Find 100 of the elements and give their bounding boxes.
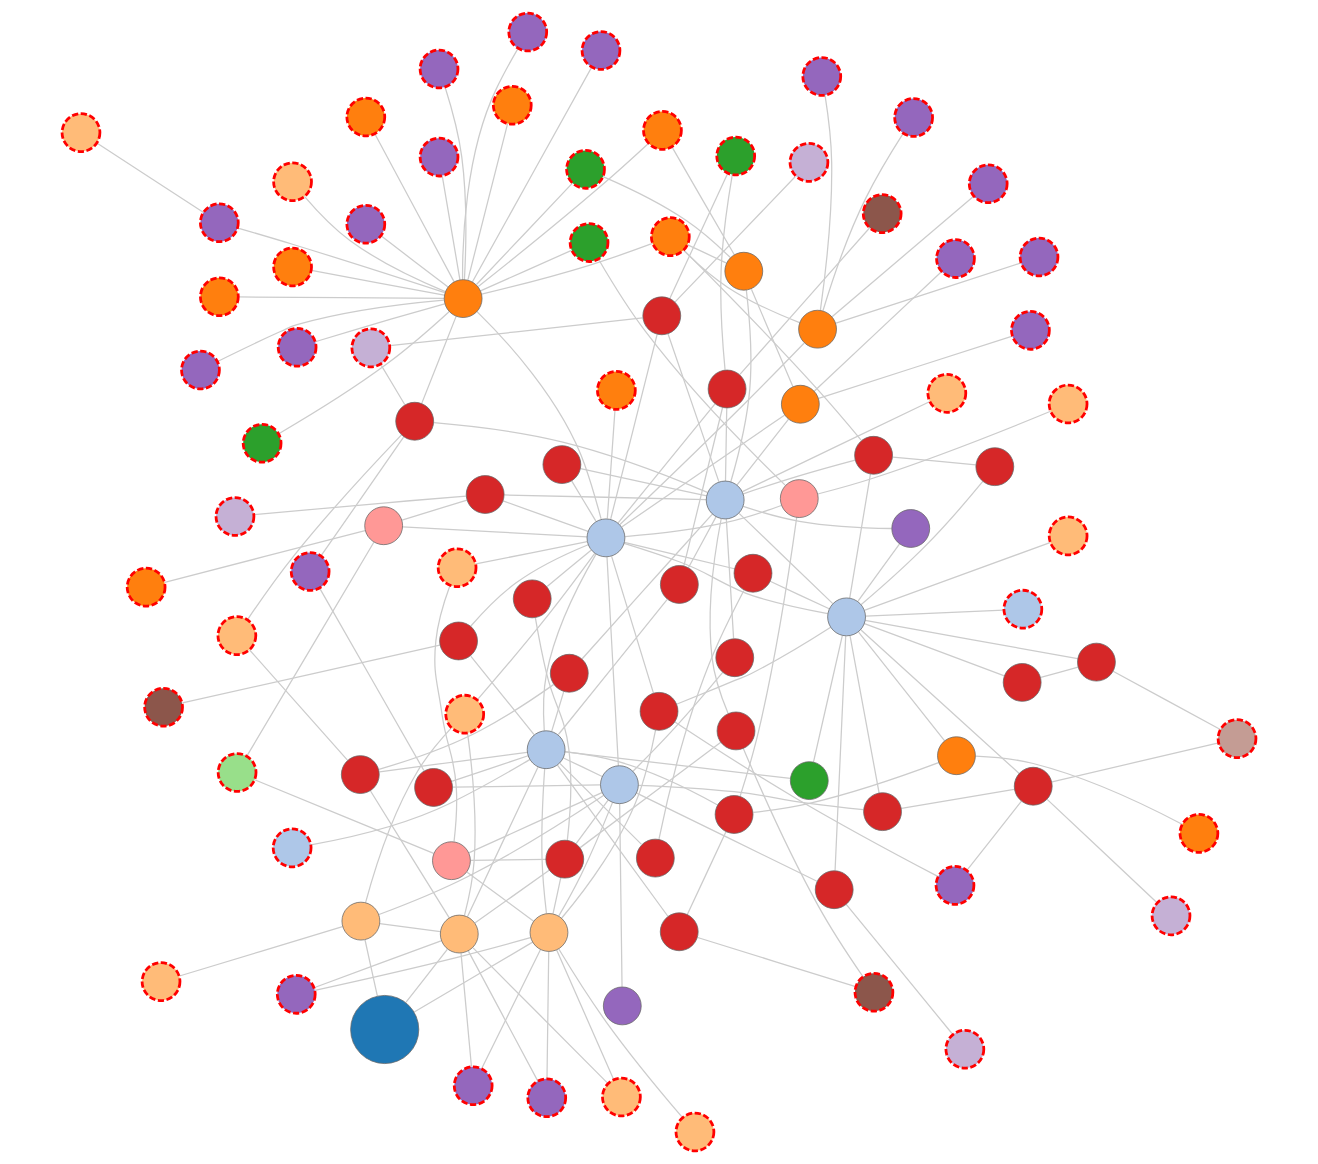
connector <box>379 922 441 933</box>
node-circle <box>418 48 460 90</box>
node-circle <box>452 1065 494 1107</box>
connector <box>621 414 786 528</box>
node-circle <box>639 692 679 731</box>
connector <box>818 335 1013 399</box>
connector <box>966 800 1023 871</box>
connector <box>476 552 596 701</box>
connector <box>975 755 1183 825</box>
connector <box>831 195 975 318</box>
connector <box>480 948 542 1070</box>
node-circle <box>926 373 968 414</box>
node-circle <box>779 479 819 518</box>
node-circle <box>636 838 675 878</box>
connector <box>249 649 349 761</box>
connector <box>736 418 790 486</box>
connector <box>401 499 468 521</box>
node-circle <box>345 203 387 245</box>
connector <box>619 342 805 526</box>
connector <box>564 751 719 806</box>
connector <box>686 831 727 916</box>
connector <box>444 86 467 281</box>
node-circle <box>944 1028 986 1070</box>
node-circle <box>275 974 317 1015</box>
connector <box>671 146 735 256</box>
connector <box>559 762 643 845</box>
node-circle <box>272 161 313 203</box>
connector <box>434 584 458 842</box>
connector <box>304 195 446 293</box>
connector <box>253 495 467 516</box>
node-circle <box>272 246 313 288</box>
connector <box>558 948 683 1119</box>
connector <box>864 619 1079 660</box>
node-circle <box>827 597 866 637</box>
connector <box>739 516 798 797</box>
connector <box>857 631 946 742</box>
node-circle <box>276 327 318 368</box>
node-circle <box>491 84 533 126</box>
connector <box>623 542 829 615</box>
node-circle <box>140 961 182 1002</box>
node-circle <box>716 711 756 751</box>
node-circle <box>241 422 283 464</box>
node-circle <box>642 296 682 336</box>
connector <box>470 544 589 627</box>
connector <box>667 333 720 483</box>
connector <box>617 403 716 524</box>
connector <box>742 748 864 978</box>
node-circle <box>271 827 313 869</box>
connector <box>476 310 602 520</box>
connector <box>892 456 977 466</box>
connector <box>900 788 1015 810</box>
node-circle <box>545 839 585 879</box>
node-circle <box>143 686 184 728</box>
node-circle <box>529 913 569 952</box>
node-circle <box>715 638 755 677</box>
connector <box>860 629 1020 775</box>
connector <box>475 540 588 565</box>
connector <box>552 877 562 915</box>
node-circle <box>600 765 639 804</box>
connector <box>310 758 531 846</box>
node-circle <box>199 202 240 244</box>
node-circle <box>853 971 895 1013</box>
connector <box>452 784 601 788</box>
connector <box>470 858 547 862</box>
connector <box>389 317 644 347</box>
connector <box>834 635 847 872</box>
connector <box>466 766 539 918</box>
node-circle <box>439 621 478 661</box>
node-circle <box>414 768 453 807</box>
connector <box>658 589 745 840</box>
node-circle <box>789 761 829 800</box>
connector <box>636 792 818 882</box>
connector <box>164 529 366 583</box>
connector <box>683 249 862 441</box>
connector <box>724 407 728 482</box>
connector <box>709 518 729 714</box>
connector <box>741 401 931 493</box>
connector <box>864 541 1051 611</box>
connector <box>725 518 735 639</box>
connector <box>812 634 843 763</box>
node-circle <box>549 653 589 693</box>
connector <box>541 768 548 914</box>
connector <box>556 764 669 917</box>
node-circle <box>1077 642 1116 682</box>
connector <box>817 410 1052 495</box>
connector <box>369 790 450 919</box>
connector <box>682 249 801 324</box>
connector <box>769 580 830 610</box>
connector <box>463 732 476 917</box>
node-circle <box>1010 310 1051 351</box>
connector <box>247 434 403 620</box>
node-circle <box>893 97 934 138</box>
node-circle <box>934 865 976 906</box>
node-circle <box>863 792 902 831</box>
connector <box>379 363 406 406</box>
connector <box>575 799 609 845</box>
node-circle <box>642 110 683 151</box>
connector <box>683 407 724 567</box>
node-circle <box>432 841 471 880</box>
connector <box>822 133 904 312</box>
